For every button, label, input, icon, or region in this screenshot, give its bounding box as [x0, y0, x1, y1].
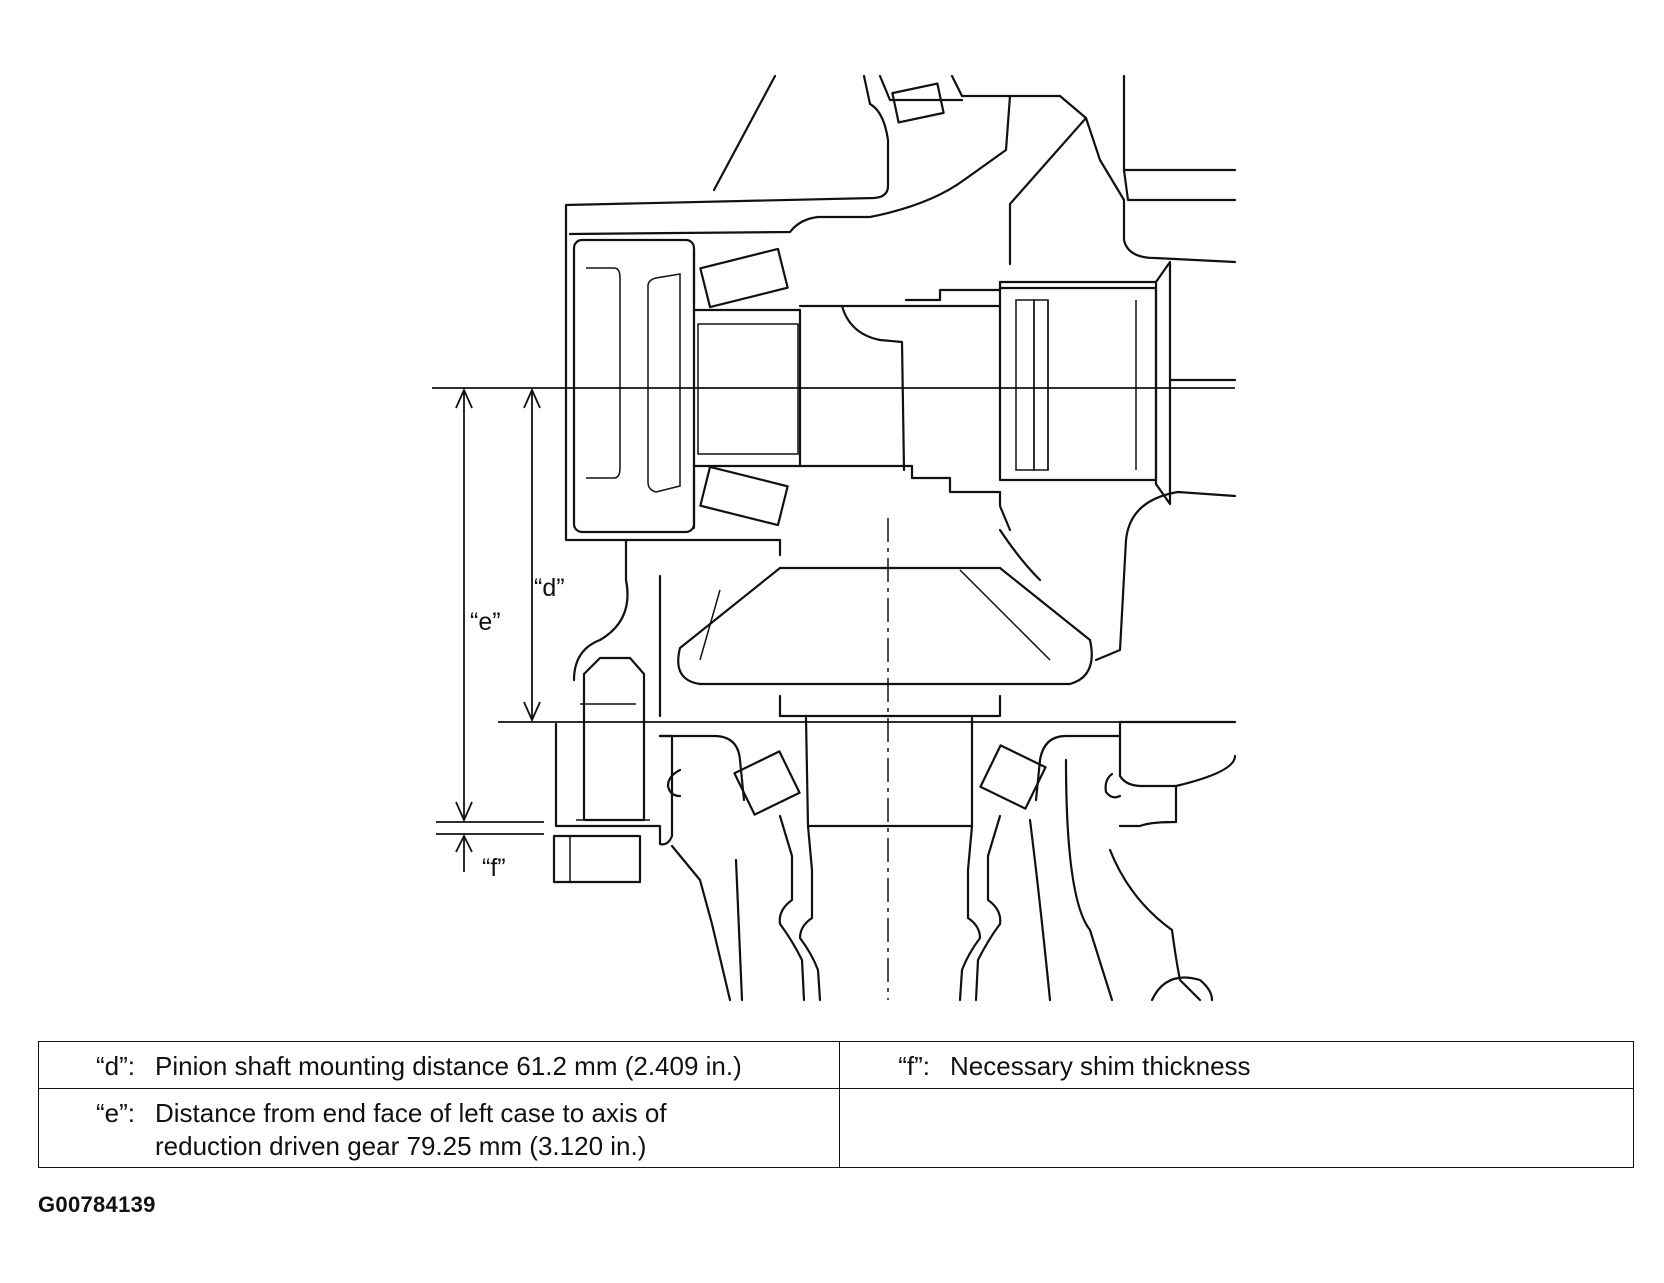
e-arrow-bottom [455, 801, 473, 823]
legend-cell-empty [839, 1088, 1634, 1168]
legend-description: Necessary shim thickness [950, 1051, 1251, 1081]
d-arrow-top [523, 387, 541, 409]
legend-key: “e”: [96, 1098, 135, 1128]
figure-id: G00784139 [38, 1192, 156, 1217]
legend-description: Distance from end face of left case to a… [155, 1098, 667, 1161]
callout-f: “f” [482, 854, 506, 882]
legend-key: “d”: [96, 1051, 135, 1081]
d-arrow-bottom [523, 701, 541, 723]
dimension-lines [432, 387, 1235, 872]
legend-description: Pinion shaft mounting distance 61.2 mm (… [155, 1051, 742, 1081]
e-arrow-top [455, 387, 473, 409]
legend-cell: “d”: Pinion shaft mounting distance 61.2… [38, 1041, 840, 1089]
legend-table: “d”: Pinion shaft mounting distance 61.2… [38, 1041, 1634, 1168]
legend-key: “f”: [898, 1051, 930, 1081]
callout-d: “d” [534, 574, 565, 602]
f-arrow [455, 833, 473, 853]
legend-cell: “f”: Necessary shim thickness [839, 1041, 1634, 1089]
differential-cross-section-drawing: “d” “e” “f” [432, 74, 1237, 1002]
housing-outline [552, 74, 1237, 1002]
legend-cell: “e”: Distance from end face of left case… [38, 1088, 840, 1168]
callout-e: “e” [470, 608, 501, 636]
